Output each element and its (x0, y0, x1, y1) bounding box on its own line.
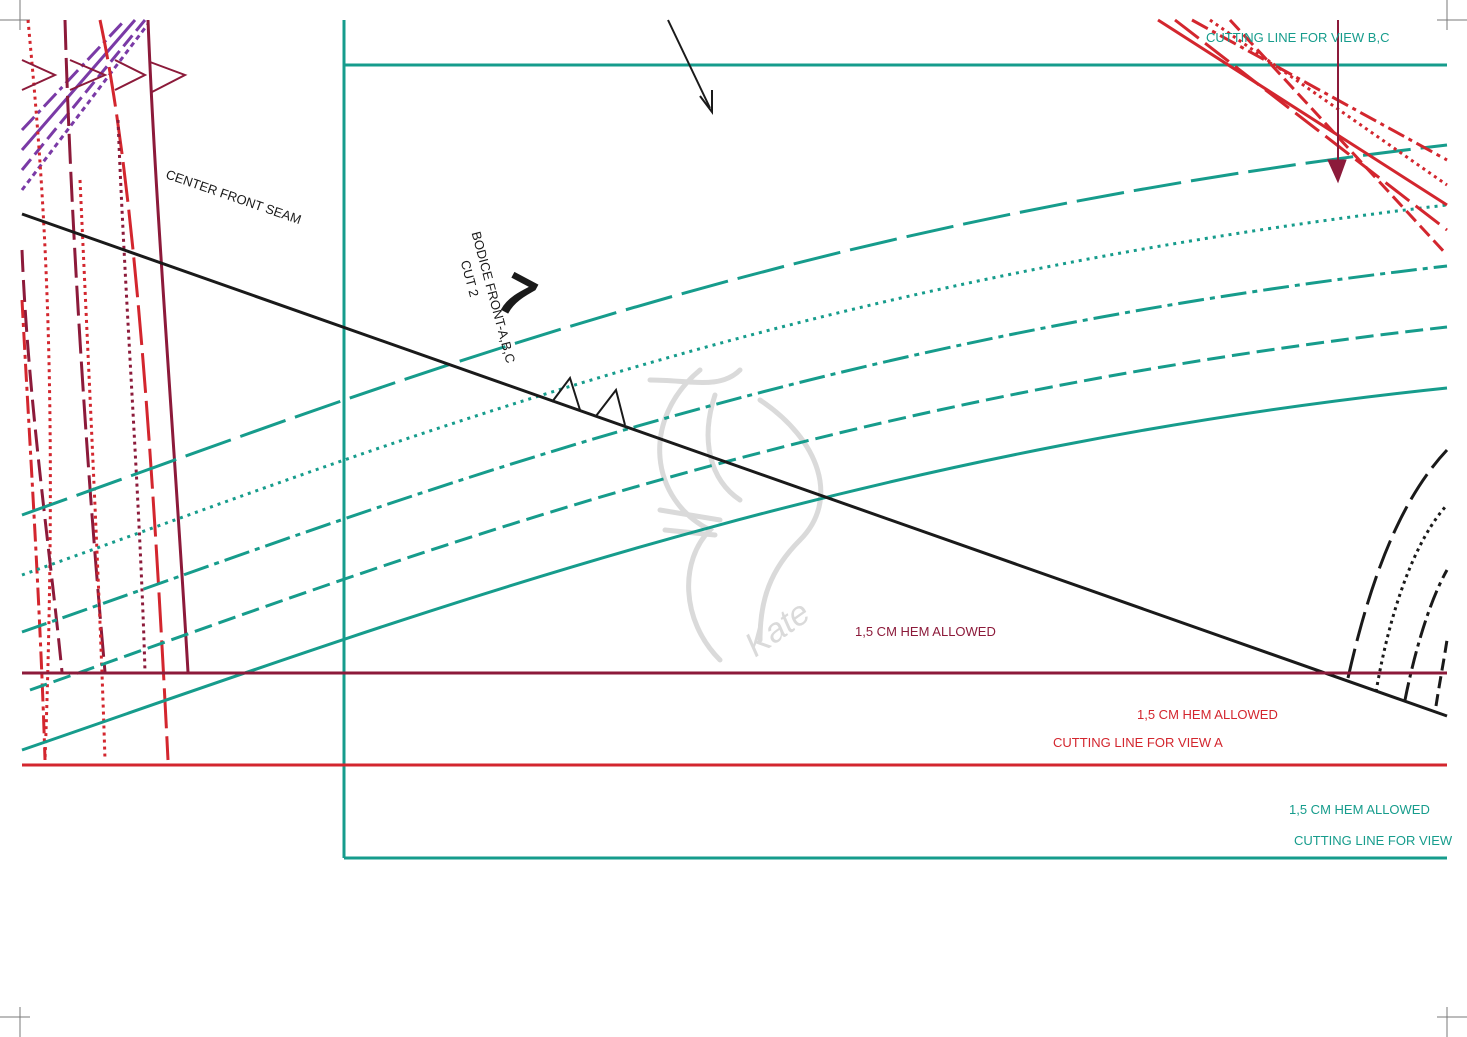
red-diag-dash-dot (1191, 18, 1448, 162)
notch-triangle-2 (595, 387, 626, 426)
teal-line-solid (21, 386, 1448, 752)
notch-1 (21, 59, 58, 91)
teal-hem-lines (21, 143, 1448, 752)
notch-triangle-1 (551, 375, 581, 411)
notch-3 (114, 59, 148, 91)
center-front-seam-label: CENTER FRONT SEAM (164, 167, 303, 227)
center-front-seam-line (21, 212, 1448, 718)
teal-frame (342, 20, 1447, 860)
top-arrow (667, 19, 711, 109)
arc-dash-dot (1403, 569, 1449, 701)
cutting-line-a-label: CUTTING LINE FOR VIEW A (1053, 735, 1223, 750)
purple-line-1 (20, 19, 137, 151)
red-dash-dot-left (20, 299, 47, 761)
hem-lines (22, 671, 1447, 767)
purple-line-4 (20, 18, 127, 132)
labels: CENTER FRONT SEAM BODICE FRONT-A,B,C CUT… (164, 30, 1453, 848)
arc-short-dash (1434, 639, 1449, 707)
arc-dotted (1374, 503, 1449, 693)
arc-long-dash (1346, 448, 1449, 679)
teal-line-long-dash (21, 143, 1448, 517)
maroon-solid-4 (146, 19, 190, 673)
maroon-dash-left (20, 249, 64, 673)
watermark-text: Kate (738, 593, 817, 664)
maroon-dotted-3 (116, 119, 147, 673)
red-dotted-2 (78, 179, 107, 761)
red-diag-dash (1174, 18, 1448, 232)
top-right-red-lines (1157, 18, 1449, 257)
red-diag-dotted (1209, 18, 1448, 187)
teal-line-dash-dot (21, 264, 1448, 634)
purple-line-2 (20, 19, 147, 171)
hem-allowed-maroon-label: 1,5 CM HEM ALLOWED (855, 624, 996, 639)
left-seam-lines (20, 18, 190, 761)
notch-4 (149, 61, 188, 93)
notch-2 (69, 59, 108, 91)
purple-line-3 (20, 23, 150, 191)
red-diag-short-dash (1228, 18, 1449, 257)
cutting-line-bc-label: CUTTING LINE FOR VIEW B,C (1206, 30, 1389, 45)
hem-allowed-teal-label: 1,5 CM HEM ALLOWED (1289, 802, 1430, 817)
red-dash-3 (98, 19, 170, 761)
armhole-lines (1346, 448, 1449, 707)
top-arrow-head (699, 90, 713, 115)
cutting-line-teal-label: CUTTING LINE FOR VIEW (1294, 833, 1453, 848)
red-diag-solid (1157, 18, 1448, 207)
hem-allowed-red-label: 1,5 CM HEM ALLOWED (1137, 707, 1278, 722)
teal-line-short-dash (29, 325, 1448, 692)
maroon-down-arrow-head (1327, 159, 1347, 184)
center-front-line-group (21, 19, 1448, 718)
maroon-dash-2 (63, 19, 107, 673)
